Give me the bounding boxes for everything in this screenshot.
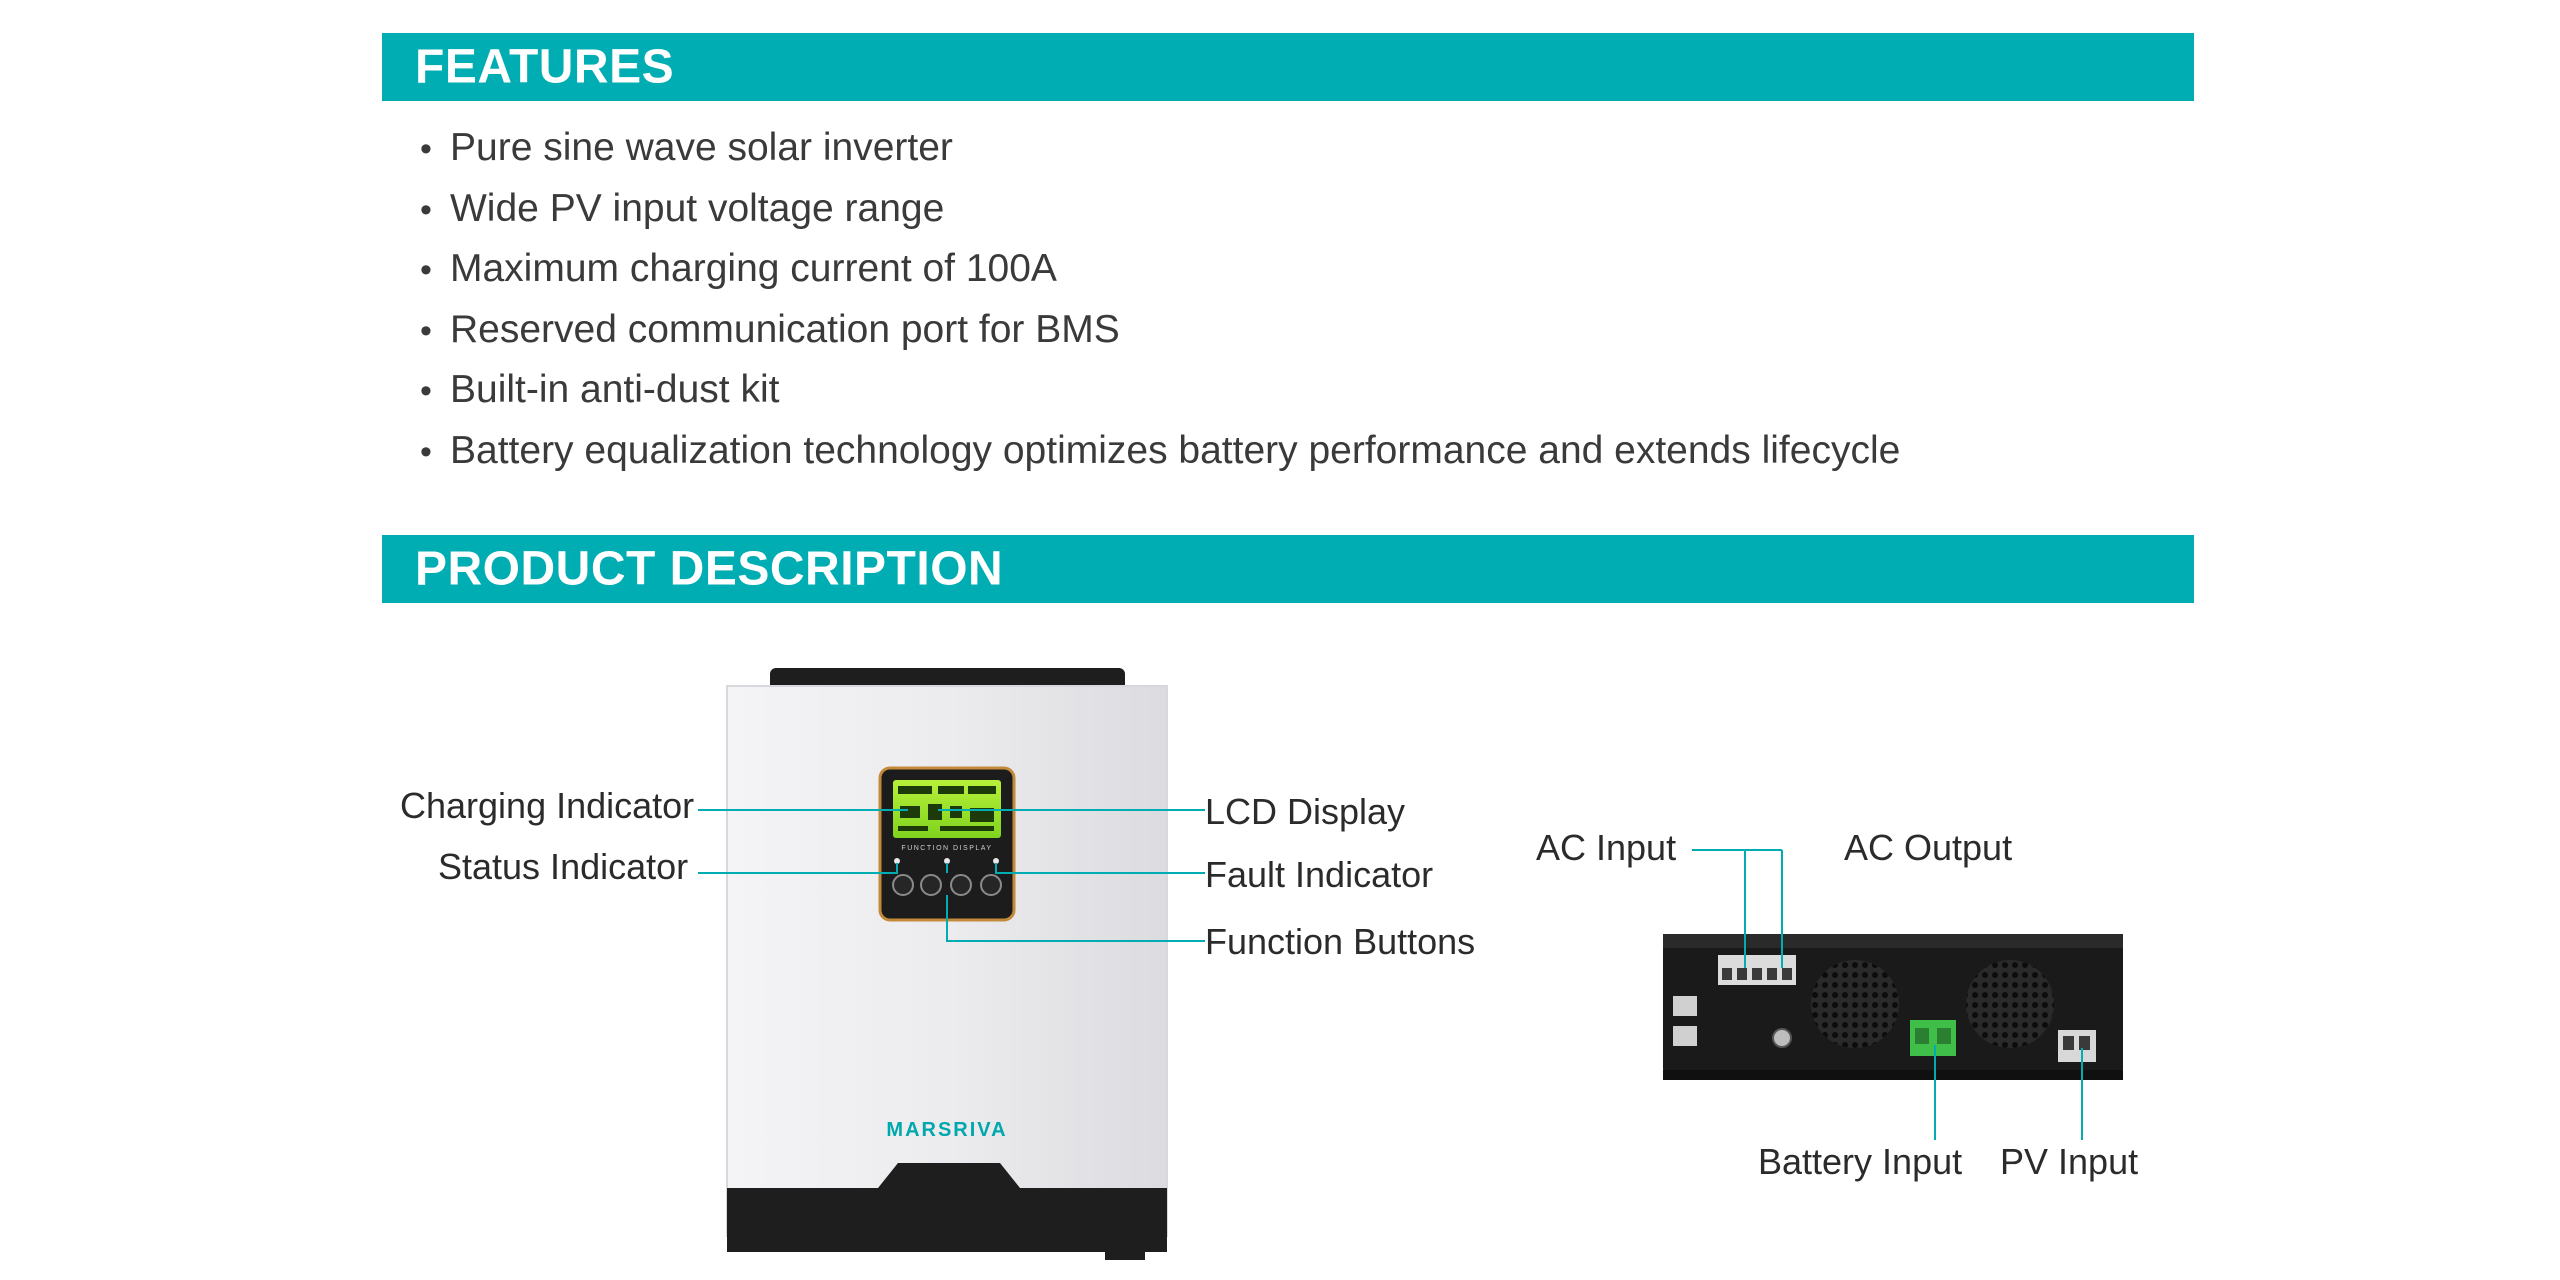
charging-indicator-label: Charging Indicator (400, 785, 695, 826)
bullet-icon: • (420, 311, 432, 350)
function-button-icon (980, 874, 1002, 896)
cooling-fan-icon (1811, 960, 1899, 1048)
fault-led-icon (993, 858, 999, 864)
description-title: PRODUCT DESCRIPTION (415, 542, 1004, 596)
lcd-caption: FUNCTION DISPLAY (901, 845, 992, 852)
feature-item: •Wide PV input voltage range (420, 179, 1900, 240)
bullet-icon: • (420, 251, 432, 289)
bottom-base (727, 1163, 1167, 1252)
lcd-display-label: LCD Display (1205, 791, 1406, 832)
description-header: PRODUCT DESCRIPTION (382, 535, 2194, 603)
function-button-icon (950, 874, 972, 896)
function-button-icon (920, 874, 942, 896)
bullet-icon: • (420, 130, 432, 168)
charging-led-icon (894, 858, 900, 864)
feature-item: •Battery equalization technology optimiz… (420, 421, 1900, 482)
front-callout-lines (698, 809, 1205, 942)
feature-item: •Pure sine wave solar inverter (420, 118, 1900, 179)
feature-item: •Built-in anti-dust kit (420, 360, 1900, 421)
pv-input-label: PV Input (2000, 1141, 2139, 1182)
features-title: FEATURES (415, 40, 675, 94)
function-buttons-label: Function Buttons (1205, 921, 1476, 962)
rear-top-edge (1663, 934, 2123, 948)
lcd-segments (898, 786, 996, 831)
cooling-fan-icon (1966, 960, 2054, 1048)
features-list: •Pure sine wave solar inverter •Wide PV … (420, 118, 1900, 481)
feature-item: •Maximum charging current of 100A (420, 239, 1900, 300)
status-indicator-label: Status Indicator (438, 846, 689, 887)
battery-input-label: Battery Input (1758, 1141, 1963, 1182)
inverter-rear-view (1663, 849, 2123, 1140)
features-header: FEATURES (382, 33, 2194, 101)
foot (1105, 1248, 1145, 1260)
inverter-front-view: FUNCTION DISPLAY MARSRIVA (698, 668, 1205, 1260)
bullet-icon: • (420, 432, 432, 471)
ac-input-label: AC Input (1536, 827, 1677, 868)
rj45-port-icon (1673, 1026, 1697, 1046)
bullet-icon: • (420, 372, 432, 410)
feature-item: •Reserved communication port for BMS (420, 300, 1900, 361)
function-button-icon (892, 874, 914, 896)
ground-screw-icon (1772, 1028, 1792, 1048)
bullet-icon: • (420, 190, 432, 229)
rear-callout-lines (1692, 849, 2083, 1140)
fault-indicator-label: Fault Indicator (1205, 854, 1434, 895)
ac-output-label: AC Output (1844, 827, 2013, 868)
rj45-port-icon (1673, 996, 1697, 1016)
status-led-icon (944, 858, 950, 864)
brand-logo: MARSRIVA (886, 1119, 1007, 1141)
rear-bottom-edge (1663, 1070, 2123, 1080)
